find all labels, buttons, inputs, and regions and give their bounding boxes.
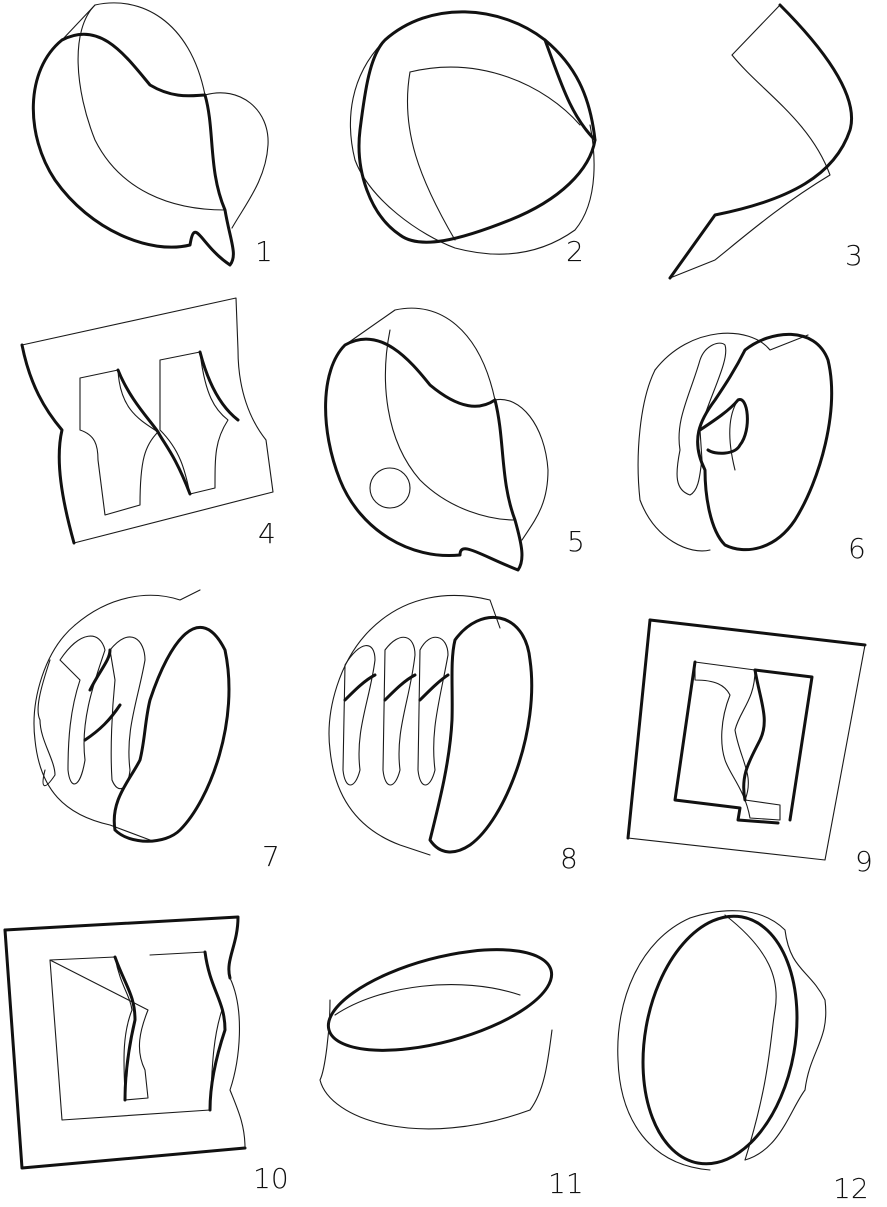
figure-label-3: 3 [845, 242, 863, 270]
figure-1-drawing [33, 3, 268, 265]
figure-label-7: 7 [262, 843, 280, 871]
figure-4-drawing [22, 298, 273, 543]
figure-label-1: 1 [255, 238, 273, 266]
figure-8-drawing [329, 595, 532, 855]
figure-label-2: 2 [566, 238, 584, 266]
figure-label-5: 5 [567, 528, 585, 556]
figure-9-drawing [628, 620, 865, 860]
figure-label-9: 9 [855, 848, 873, 876]
figure-12-drawing [618, 904, 826, 1176]
figure-5-drawing [326, 308, 548, 570]
figure-label-10: 10 [253, 1165, 289, 1193]
figure-7-drawing [34, 590, 229, 841]
figure-label-6: 6 [848, 535, 866, 563]
figure-11-drawing [318, 930, 562, 1129]
figure-3-drawing [670, 5, 852, 278]
figure-label-12: 12 [833, 1175, 869, 1203]
figure-label-4: 4 [258, 520, 276, 548]
figure-label-8: 8 [560, 845, 578, 873]
figure-6-drawing [638, 333, 831, 551]
figure-label-11: 11 [548, 1170, 584, 1198]
figure-2-drawing [350, 12, 595, 254]
figure-10-drawing [5, 917, 245, 1168]
